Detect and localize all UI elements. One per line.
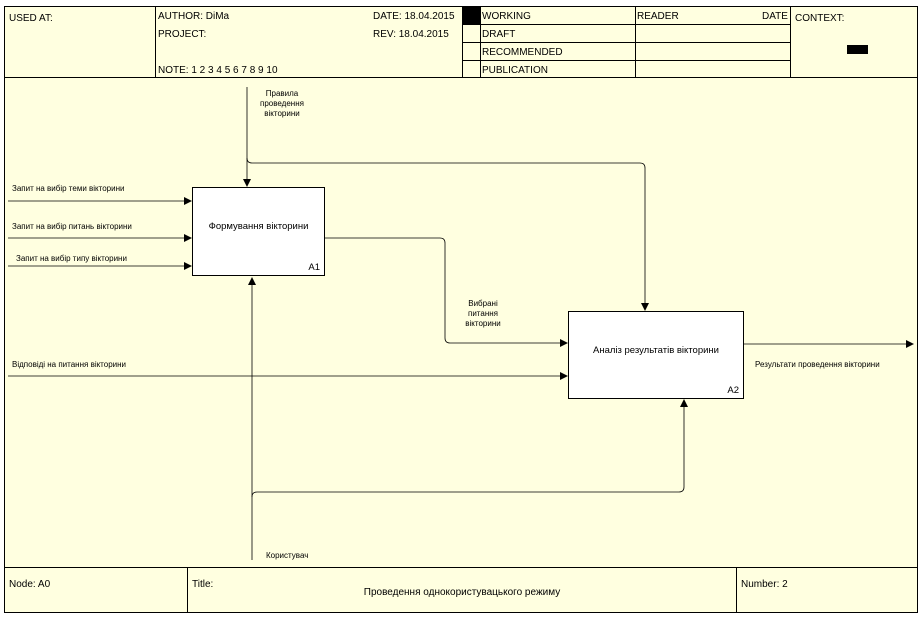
context-label: CONTEXT: [795, 13, 845, 24]
reader-date-label: DATE [762, 11, 788, 22]
status-recommended: RECOMMENDED [482, 47, 563, 58]
diagram-frame [4, 6, 918, 613]
header-bottom-line [4, 77, 918, 78]
arrow-selected-questions [325, 237, 568, 347]
reader-label: READER [637, 11, 679, 22]
activity-box-a2[interactable]: Аналіз результатів вікторини A2 [568, 311, 744, 399]
number-label: Number: 2 [741, 579, 788, 590]
author-label: AUTHOR: DiMa [158, 11, 230, 22]
status-publication: PUBLICATION [482, 65, 548, 76]
label-control-rules: Правила проведення вікторини [260, 89, 304, 118]
status-row-line-3 [462, 60, 791, 61]
activity-a1-number: A1 [308, 262, 320, 273]
activity-box-a1[interactable]: Формування вікторини A1 [192, 187, 325, 276]
label-input-type: Запит на вибір типу вікторини [16, 254, 127, 263]
activity-a2-number: A2 [727, 385, 739, 396]
note-label: NOTE: 1 2 3 4 5 6 7 8 9 10 [158, 65, 278, 76]
label-output-results: Результати проведення вікторини [755, 360, 880, 369]
date-label: DATE: 18.04.2015 [373, 11, 455, 22]
label-input-topic: Запит на вибір теми вікторини [12, 184, 125, 193]
working-status-marker [463, 7, 480, 24]
label-selected-questions: Вибрані питання вікторини [465, 299, 501, 328]
arrow-mechanism-a2 [251, 399, 688, 498]
status-row-line-2 [462, 42, 791, 43]
label-input-questions: Запит на вибір питань вікторини [12, 222, 132, 231]
footer-top-line [4, 567, 918, 568]
footer-divider-1 [187, 567, 188, 613]
footer-divider-2 [736, 567, 737, 613]
activity-a1-label: Формування вікторини [208, 221, 309, 232]
diagram-title: Проведення однокористувацького режиму [363, 587, 561, 598]
context-marker [847, 45, 868, 54]
status-draft: DRAFT [482, 29, 516, 40]
label-mechanism-user: Користувач [266, 551, 309, 560]
label-input-answers: Відповіді на питання вікторини [12, 360, 127, 369]
header-divider-1 [155, 6, 156, 78]
project-label: PROJECT: [158, 29, 207, 40]
arrow-control-a2 [246, 157, 649, 311]
title-label: Title: [192, 579, 214, 590]
activity-a2-label: Аналіз результатів вікторини [593, 345, 719, 356]
used-at-label: USED AT: [9, 13, 53, 24]
rev-label: REV: 18.04.2015 [373, 29, 449, 40]
status-row-line-1 [462, 24, 791, 25]
status-working: WORKING [482, 11, 531, 22]
node-label: Node: A0 [9, 579, 51, 590]
